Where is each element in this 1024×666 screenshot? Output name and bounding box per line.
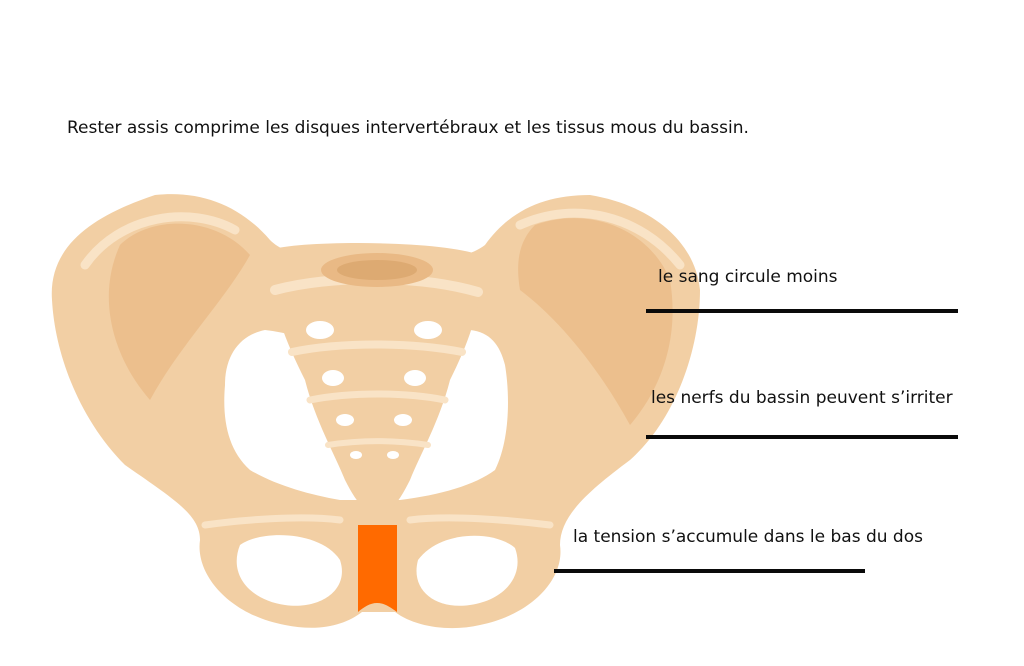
foramen [414, 321, 442, 339]
right-ischium-highlight [406, 514, 554, 529]
foramen [387, 451, 399, 459]
label-blood-circulation: le sang circule moins [658, 267, 838, 287]
pubic-symphysis [358, 525, 397, 612]
leader-line [554, 569, 865, 573]
vertebral-disc-inner [337, 260, 417, 280]
sacrum-band-2 [288, 340, 466, 356]
coccyx-segment [362, 494, 392, 503]
left-ischium-highlight [201, 514, 344, 529]
left-iliac-highlight [80, 212, 240, 270]
label-lower-back-tension: la tension s’accumule dans le bas du dos [573, 527, 923, 547]
left-iliac-shadow [108, 223, 250, 400]
coccyx-segment [366, 505, 388, 513]
right-iliac-shadow [518, 218, 673, 425]
leader-line [646, 435, 958, 439]
sacrum [269, 243, 481, 515]
left-obturator-foramen [236, 535, 342, 606]
foramen [336, 414, 354, 426]
foramen [322, 370, 344, 386]
sacrum-band-4 [325, 438, 431, 448]
foramen [404, 370, 426, 386]
right-iliac-highlight [515, 208, 685, 270]
sacrum-band-3 [306, 390, 449, 404]
label-pelvic-nerves: les nerfs du bassin peuvent s’irriter [651, 388, 953, 408]
coccyx-segment [358, 482, 396, 492]
leader-line [646, 309, 958, 313]
foramen [394, 414, 412, 426]
right-obturator-foramen [416, 535, 518, 606]
diagram-caption: Rester assis comprime les disques interv… [67, 118, 749, 138]
foramen [306, 321, 334, 339]
foramen [350, 451, 362, 459]
